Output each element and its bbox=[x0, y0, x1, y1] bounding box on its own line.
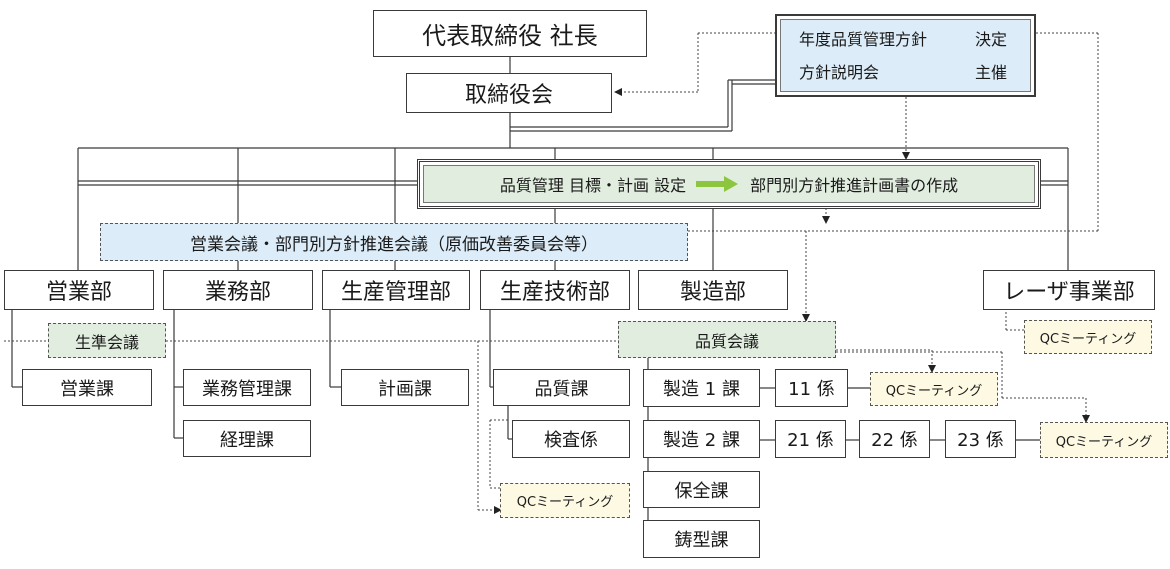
quality-meeting-box: 品質会議 bbox=[618, 321, 836, 358]
section-quality: 品質課 bbox=[493, 369, 630, 406]
section-mfg1: 製造 1 課 bbox=[643, 369, 760, 407]
section-business-mgmt: 業務管理課 bbox=[183, 369, 311, 406]
section-casting: 鋳型課 bbox=[643, 520, 760, 558]
dept-laser: レーザ事業部 bbox=[983, 270, 1155, 310]
seijun-meeting-box: 生準会議 bbox=[48, 323, 166, 358]
policy-row-host: 方針説明会 主催 bbox=[799, 56, 1030, 89]
sales-meeting-box: 営業会議・部門別方針推進会議（原価改善委員会等） bbox=[100, 223, 688, 261]
dept-production-control: 生産管理部 bbox=[322, 270, 470, 310]
section-planning: 計画課 bbox=[341, 369, 469, 406]
policy-value: 主催 bbox=[975, 62, 1008, 82]
quality-goal-setting-box: 品質管理 目標・計画 設定 部門別方針推進計画書の作成 bbox=[417, 159, 1041, 209]
policy-panel: 年度品質管理方針 決定 方針説明会 主催 bbox=[780, 19, 1031, 92]
setting-panel: 品質管理 目標・計画 設定 部門別方針推進計画書の作成 bbox=[423, 165, 1035, 203]
qc-meeting-laser: QCミーティング bbox=[1024, 320, 1152, 354]
section-inspection: 検査係 bbox=[512, 420, 630, 458]
policy-row-decide: 年度品質管理方針 決定 bbox=[799, 23, 1030, 56]
right-arrow-icon bbox=[696, 176, 740, 192]
qc-meeting-engineering: QCミーティング bbox=[500, 483, 630, 518]
setting-left-text: 品質管理 目標・計画 設定 bbox=[499, 176, 687, 195]
section-accounting: 経理課 bbox=[183, 420, 311, 457]
dept-manufacturing: 製造部 bbox=[638, 270, 788, 310]
group-22: 22 係 bbox=[859, 420, 930, 458]
qc-meeting-11: QCミーティング bbox=[870, 372, 998, 406]
section-mfg2: 製造 2 課 bbox=[643, 420, 760, 458]
board-box: 取締役会 bbox=[406, 73, 612, 113]
group-11: 11 係 bbox=[775, 369, 848, 407]
section-sales: 営業課 bbox=[22, 369, 152, 406]
policy-value: 決定 bbox=[975, 29, 1008, 49]
dept-sales: 営業部 bbox=[4, 270, 154, 310]
president-box: 代表取締役 社長 bbox=[373, 10, 647, 57]
qc-meeting-mfg2: QCミーティング bbox=[1040, 422, 1168, 458]
group-23: 23 係 bbox=[945, 420, 1016, 458]
policy-label: 方針説明会 bbox=[799, 62, 880, 82]
setting-right-text: 部門別方針推進計画書の作成 bbox=[750, 176, 959, 195]
group-21: 21 係 bbox=[775, 420, 846, 458]
section-maintenance: 保全課 bbox=[643, 471, 760, 508]
dept-business: 業務部 bbox=[163, 270, 313, 310]
dept-production-engineering: 生産技術部 bbox=[480, 270, 630, 310]
policy-box: 年度品質管理方針 決定 方針説明会 主催 bbox=[775, 14, 1036, 97]
policy-label: 年度品質管理方針 bbox=[799, 29, 928, 49]
